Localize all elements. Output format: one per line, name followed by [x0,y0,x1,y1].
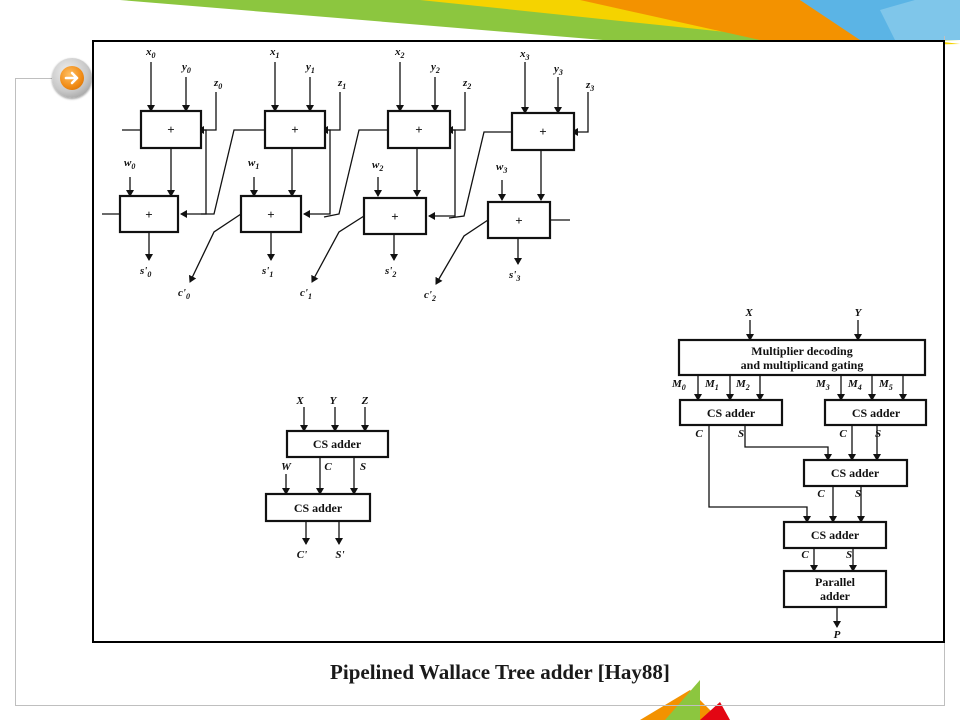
cs-adder-stack: X Y Z CS adder W C S CS adder C' S' [264,395,390,561]
input-w2: w2 [372,159,383,173]
cs-adder-3-label: CS adder [831,466,880,480]
sum-output-2: s'2 [384,265,396,279]
input-x1: x1 [269,46,280,60]
stack-sum-label: S [360,461,366,473]
stack-carry-label: C [324,461,332,473]
adder-symbol: + [291,122,298,137]
cs-adder-lower-label: CS adder [294,501,343,515]
arrow-right-icon [60,66,84,90]
stack-input-z: Z [361,395,369,407]
stack-input-w: W [281,461,292,473]
slide-caption: Pipelined Wallace Tree adder [Hay88] [330,660,670,684]
blue-corner-shape [880,0,960,40]
adder-box-bottom-1 [239,194,303,234]
pipeline-adder-array: + + + + + + + + x0 y0 z0 w0 x1 y1 z1 w1 … [102,46,594,303]
cs-adder-box-4 [782,520,888,550]
stack-input-y: Y [330,395,338,407]
input-z3: z3 [585,79,594,93]
cs-adder-box-upper [285,429,390,459]
input-y1: y1 [304,61,315,75]
cs1-sum-label: S [738,428,744,440]
decoder-label-line2: and multiplicand gating [741,358,864,372]
stack-output-carry: C' [297,549,307,561]
adder-symbol: + [515,213,522,228]
adder-symbol: + [415,122,422,137]
sum-output-1: s'1 [261,265,273,279]
partial-product-m2: M2 [735,378,750,392]
partial-product-m4: M4 [847,378,862,392]
green-footer-shape [665,680,700,720]
cs-adder-2-label: CS adder [852,406,901,420]
partial-product-m3: M3 [815,378,830,392]
cs-adder-4-label: CS adder [811,528,860,542]
multiplier-input-y: Y [855,307,863,319]
cs2-carry-label: C [839,428,847,440]
multiplier-input-x: X [744,307,753,319]
adder-box-top-1 [263,109,327,150]
input-y3: y3 [552,63,563,77]
input-w3: w3 [496,161,507,175]
cs-adder-box-3 [802,458,909,488]
next-slide-button[interactable] [52,58,92,98]
parallel-adder-box [782,569,888,609]
input-z0: z0 [213,77,222,91]
red-footer-shape [700,702,730,720]
adder-symbol: + [167,122,174,137]
cs3-carry-label: C [817,488,825,500]
input-z2: z2 [462,77,471,91]
adder-symbol: + [539,124,546,139]
cs-adder-upper-label: CS adder [313,437,362,451]
input-y0: y0 [180,61,191,75]
product-output: P [834,629,841,641]
input-z1: z1 [337,77,346,91]
frame-top-line [15,78,52,79]
carry-output-0: c'0 [178,287,190,301]
cs1-carry-label: C [695,428,703,440]
carry-output-1: c'1 [300,287,312,301]
cs2-sum-label: S [875,428,881,440]
cs-adder-1-label: CS adder [707,406,756,420]
partial-product-m0: M0 [671,378,686,392]
adder-symbol: + [145,207,152,222]
adder-box-bottom-2 [362,196,428,236]
cs-adder-box-2 [823,398,928,427]
input-w1: w1 [248,157,259,171]
stack-output-sum: S' [335,549,344,561]
sum-output-0: s'0 [139,265,151,279]
carry-output-2: c'2 [424,289,436,303]
adder-symbol: + [267,207,274,222]
input-y2: y2 [429,61,440,75]
partial-product-m1: M1 [704,378,719,392]
input-x3: x3 [519,48,530,62]
cs3-sum-label: S [855,488,861,500]
wallace-tree-multiplier: X Y Multiplier decoding and multiplicand… [671,307,928,641]
cs4-sum-label: S [846,549,852,561]
sum-output-3: s'3 [508,269,520,283]
input-w0: w0 [124,157,135,171]
cs4-carry-label: C [801,549,809,561]
multiplier-decoding-box [677,338,927,377]
input-x0: x0 [145,46,156,60]
frame-left-line [15,78,16,705]
decoder-label-line1: Multiplier decoding [751,344,852,358]
cs-adder-box-1 [678,398,784,427]
cs-adder-box-lower [264,492,372,523]
partial-product-m5: M5 [878,378,893,392]
adder-box-top-3 [510,111,576,152]
parallel-adder-label-line1: Parallel [815,575,856,589]
input-x2: x2 [394,46,405,60]
figure-panel: + + + + + + + + x0 y0 z0 w0 x1 y1 z1 w1 … [92,40,945,643]
frame-bottom-line [15,705,944,706]
parallel-adder-label-line2: adder [820,589,851,603]
adder-symbol: + [391,209,398,224]
stack-input-x: X [295,395,304,407]
